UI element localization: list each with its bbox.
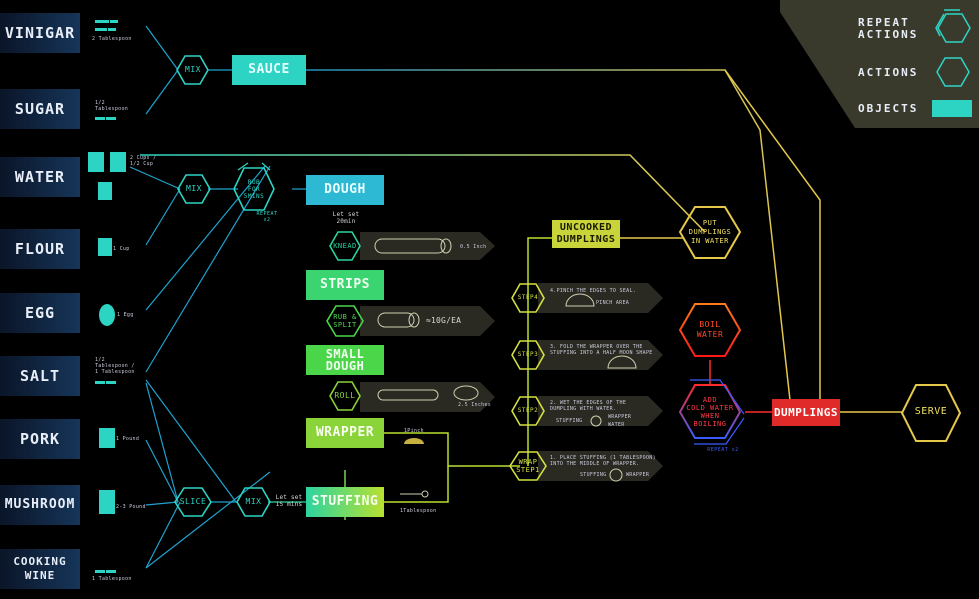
hex-boil bbox=[678, 303, 742, 357]
ingredient-sugar: SUGAR bbox=[0, 89, 80, 129]
water-line bbox=[140, 154, 706, 233]
object-dumplings: DUMPLINGS bbox=[772, 399, 840, 426]
hex-serve bbox=[900, 384, 962, 442]
object-sauce: SAUCE bbox=[232, 55, 306, 85]
hex-put bbox=[678, 206, 742, 259]
ingredient-lines bbox=[129, 25, 271, 569]
note-step1-stuffing: STUFFING bbox=[580, 472, 607, 478]
note-inch2: 2.5 Inches bbox=[458, 402, 492, 408]
label-mix1: MIX bbox=[185, 65, 201, 74]
hex-rub bbox=[233, 167, 275, 211]
label-step4: STEP4 bbox=[517, 294, 539, 301]
label-step2: STEP2 bbox=[517, 407, 539, 414]
hex-add-cold bbox=[678, 384, 742, 439]
label-serve: SERVE bbox=[914, 406, 948, 417]
note-step2-wrapper: WRAPPER bbox=[608, 414, 632, 420]
note-step2-water: WATER bbox=[608, 422, 625, 428]
legend-panel bbox=[780, 0, 979, 128]
hex-mix2 bbox=[177, 174, 211, 204]
ingredient-egg: EGG bbox=[0, 293, 80, 333]
note-let-set-20: Let set 20min bbox=[332, 211, 360, 225]
label-step3: STEP3 bbox=[517, 351, 539, 358]
legend-objects: OBJECTS bbox=[858, 102, 919, 115]
qty-sugar: 1/2 Tablespoon bbox=[95, 100, 129, 112]
hex-knead bbox=[329, 231, 361, 261]
qty-mushroom: 2-3 Pound bbox=[116, 504, 146, 510]
qty-cooking-wine: 1 Tablespoon bbox=[92, 576, 132, 582]
sauce-to-serve-line bbox=[724, 69, 821, 412]
object-strips: STRIPS bbox=[306, 270, 384, 300]
label-boil: BOIL WATER bbox=[696, 320, 724, 339]
label-wrap-step1: WRAP STEP1 bbox=[516, 458, 540, 474]
note-step1: 1. PLACE STUFFING (1 TABLESPOON) INTO TH… bbox=[550, 455, 656, 467]
note-pinch-area: PINCH AREA bbox=[596, 300, 630, 306]
hex-mix3 bbox=[236, 487, 271, 517]
legend-repeat-hex-icon bbox=[935, 9, 971, 43]
qty-egg: 1 Egg bbox=[117, 312, 134, 318]
label-rub-split: RUB & SPLIT bbox=[333, 313, 357, 329]
legend-action-hex-icon bbox=[936, 57, 970, 87]
qty-vinigar: 2 Tablespoon bbox=[92, 36, 132, 42]
label-rub: RUB FOR 5MINS bbox=[243, 178, 265, 200]
object-wrapper: WRAPPER bbox=[306, 418, 384, 448]
qty-pork: 1 Pound bbox=[116, 436, 140, 442]
ingredient-water: WATER bbox=[0, 157, 80, 197]
hex-rub-split bbox=[326, 305, 364, 337]
ingredient-mushroom: MUSHROOM bbox=[0, 485, 80, 525]
hex-slice bbox=[174, 487, 212, 517]
qty-water: 2 Cups / 1/2 Cup bbox=[130, 155, 157, 167]
note-10g: ≈10G/EA bbox=[426, 316, 462, 325]
ingredient-icons bbox=[88, 20, 126, 573]
note-inch1: 0.5 Inch bbox=[460, 244, 487, 250]
hex-roll bbox=[329, 381, 361, 411]
note-step1-wrapper: WRAPPER bbox=[626, 472, 650, 478]
note-pinch: 1Pinch bbox=[404, 428, 424, 434]
ingredient-flour: FLOUR bbox=[0, 229, 80, 269]
object-stuffing: STUFFING bbox=[306, 487, 384, 517]
note-step2: 2. WET THE EDGES OF THE DUMPLING WITH WA… bbox=[550, 400, 627, 412]
object-uncooked-dumplings: UNCOOKED DUMPLINGS bbox=[552, 220, 620, 248]
label-rub-repeat: REPEAT x2 bbox=[256, 211, 278, 223]
label-add-cold: ADD COLD WATER WHEN BOILING bbox=[686, 396, 734, 428]
label-mix2: MIX bbox=[186, 184, 202, 193]
sauce-line bbox=[306, 69, 791, 401]
steps-column-line bbox=[527, 237, 552, 466]
label-add-repeat: REPEAT x2 bbox=[707, 447, 739, 453]
ingredient-cooking-wine: COOKING WINE bbox=[0, 549, 80, 589]
ingredient-vinigar: VINIGAR bbox=[0, 13, 80, 53]
label-knead: KNEAD bbox=[333, 242, 357, 250]
qty-salt: 1/2 Tablespoon / 1 Tablespoon bbox=[95, 357, 135, 375]
note-step2-stuffing: STUFFING bbox=[556, 418, 583, 424]
label-slice: SLICE bbox=[179, 497, 207, 506]
ingredient-pork: PORK bbox=[0, 419, 80, 459]
label-put: PUT DUMPLINGS IN WATER bbox=[688, 218, 732, 245]
legend-repeat-actions: REPEAT ACTIONS bbox=[858, 16, 919, 41]
note-tablespoon: 1Tablespoon bbox=[400, 508, 437, 514]
object-small-dough: SMALL DOUGH bbox=[306, 345, 384, 375]
note-step3: 3. FOLD THE WRAPPER OVER THE STUFFING IN… bbox=[550, 344, 653, 356]
note-step4: 4.PINCH THE EDGES TO SEAL. bbox=[550, 288, 637, 294]
object-dough: DOUGH bbox=[306, 175, 384, 205]
note-let-set-15: Let set 15 mins bbox=[275, 494, 303, 508]
label-roll: ROLL bbox=[334, 391, 356, 400]
hex-mix1 bbox=[176, 55, 209, 85]
legend-actions: ACTIONS bbox=[858, 66, 919, 79]
legend-object-rect-icon bbox=[932, 100, 972, 117]
ingredient-salt: SALT bbox=[0, 356, 80, 396]
qty-flour: 1 Cup bbox=[113, 246, 130, 252]
label-mix3: MIX bbox=[245, 497, 262, 506]
